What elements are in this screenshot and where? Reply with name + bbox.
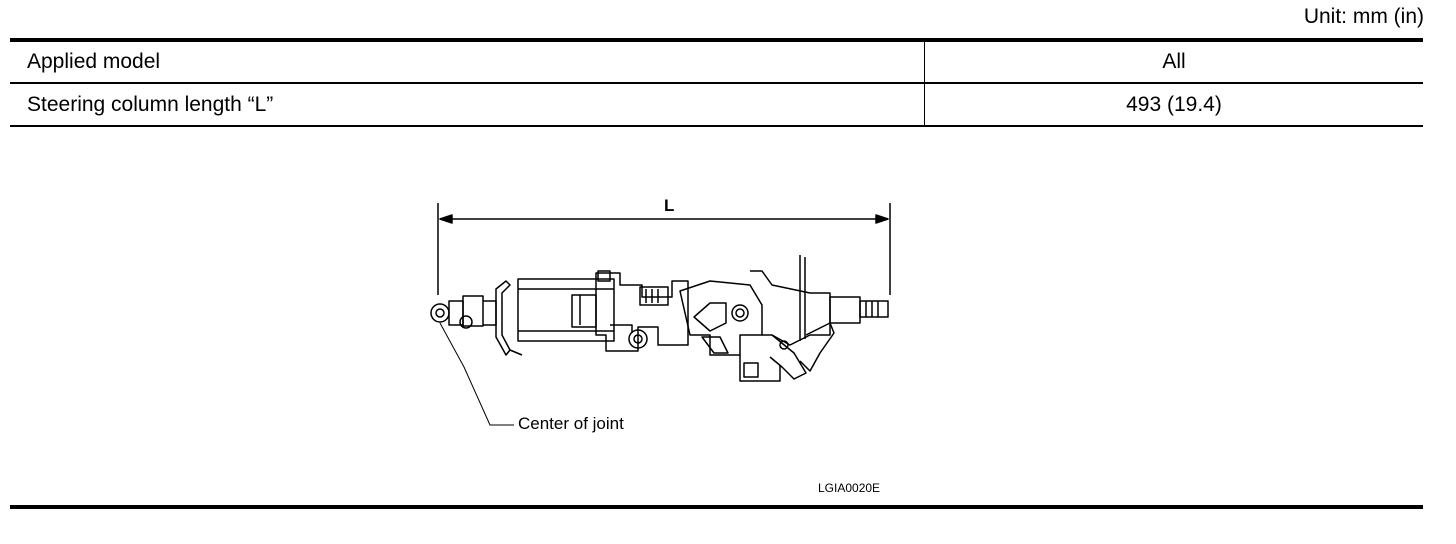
row-label-applied-model: Applied model bbox=[10, 38, 925, 84]
spec-table: Applied model All Steering column length… bbox=[10, 38, 1423, 127]
row-value-applied-model: All bbox=[924, 38, 1423, 84]
table-row: Applied model All bbox=[10, 38, 1423, 84]
row-label-column-length: Steering column length “L” bbox=[10, 83, 925, 127]
table-row: Steering column length “L” 493 (19.4) bbox=[10, 83, 1423, 127]
unit-note: Unit: mm (in) bbox=[1303, 5, 1424, 28]
steering-column-figure: L Center of joint LGIA0020E bbox=[410, 185, 930, 505]
dimension-label-l: L bbox=[664, 196, 675, 215]
figure-code: LGIA0020E bbox=[818, 481, 881, 495]
steering-column-drawing bbox=[430, 203, 891, 426]
callout-center-of-joint: Center of joint bbox=[518, 414, 624, 433]
row-value-column-length: 493 (19.4) bbox=[924, 83, 1423, 127]
bottom-divider bbox=[10, 505, 1423, 509]
